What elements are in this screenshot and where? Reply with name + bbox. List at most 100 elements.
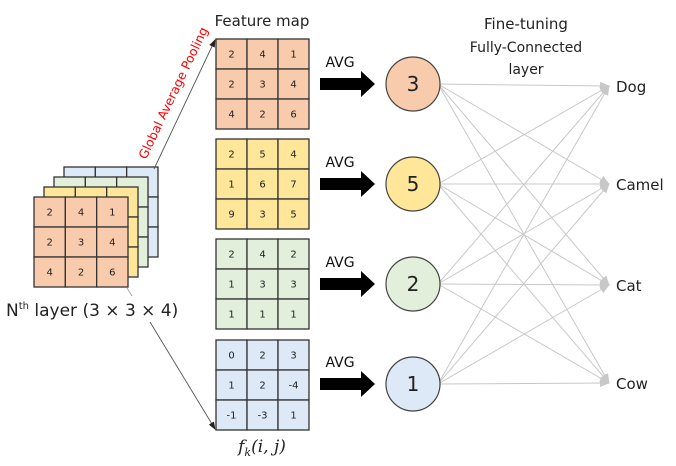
- grid-cell: 4: [64, 196, 98, 228]
- output-label-camel: Camel: [616, 176, 664, 194]
- grid-cell: 1: [215, 168, 248, 200]
- grid-cell: 4: [246, 38, 279, 70]
- cell-value: 2: [46, 238, 52, 249]
- grid-cell: 3: [277, 268, 310, 300]
- node-circle: [385, 256, 441, 312]
- cell-value: 3: [290, 280, 296, 291]
- cell-value: 2: [228, 50, 234, 61]
- node-value: 5: [407, 172, 420, 196]
- grid-cell: 4: [277, 68, 310, 100]
- grid-cell: -4: [277, 369, 310, 401]
- function-label: fk(i, j): [236, 437, 286, 459]
- avg-arrow: AVG: [320, 55, 375, 97]
- cell-box: [277, 98, 310, 130]
- cell-box: [33, 256, 66, 288]
- arrow-right-icon: [320, 271, 375, 297]
- pooled-nodes: 3 5 2 1: [385, 56, 441, 412]
- cell-value: -1: [227, 411, 237, 422]
- grid-cell: 3: [277, 339, 310, 371]
- cell-value: 2: [228, 150, 234, 161]
- fc-connection: [437, 81, 610, 90]
- grid-cell: 4: [215, 98, 248, 130]
- fc-connection: [437, 85, 610, 285]
- pooled-node-green: 2: [385, 256, 441, 312]
- cell-box: [277, 369, 310, 401]
- cell-value: 1: [290, 411, 296, 422]
- cell-value: -3: [258, 411, 268, 422]
- cell-value: 2: [46, 208, 52, 219]
- cell-value: 4: [259, 50, 265, 61]
- cell-box: [215, 399, 248, 431]
- pooling-line-bottom: [149, 321, 216, 430]
- cell-value: 4: [228, 110, 234, 121]
- cell-value: 6: [109, 268, 115, 279]
- grid-cell: 6: [277, 98, 310, 130]
- grid-cell: 4: [33, 256, 66, 288]
- grid-cell: 3: [246, 68, 279, 100]
- node-circle: [385, 356, 441, 412]
- output-label-dog: Dog: [616, 78, 646, 96]
- pooled-node-orange: 3: [385, 56, 441, 112]
- cell-value: 2: [78, 268, 84, 279]
- avg-arrow: AVG: [320, 355, 375, 397]
- cell-value: 4: [78, 208, 84, 219]
- cell-value: 1: [228, 381, 234, 392]
- layer-label: Nth layer (3 × 3 × 4): [6, 301, 178, 321]
- cell-box: [277, 339, 310, 371]
- cell-box: [215, 198, 248, 230]
- pooling-line-top: [153, 39, 216, 170]
- cell-value: 1: [228, 280, 234, 291]
- avg-arrow: AVG: [320, 255, 375, 297]
- cell-value: 2: [259, 381, 265, 392]
- cell-value: 7: [290, 180, 296, 191]
- cell-value: 2: [259, 110, 265, 121]
- fc-connection: [437, 83, 610, 185]
- fc-connection: [437, 183, 610, 385]
- grid-cell: 1: [96, 196, 129, 228]
- cell-value: 2: [290, 250, 296, 261]
- pooled-node-blue: 1: [385, 356, 441, 412]
- cell-value: 1: [259, 310, 265, 321]
- pooled-node-yellow: 5: [385, 156, 441, 212]
- cell-box: [64, 196, 98, 228]
- grid-cell: 2: [246, 98, 279, 130]
- grid-cell: 6: [246, 168, 279, 200]
- grid-cell: -3: [246, 399, 279, 431]
- avg-label: AVG: [325, 155, 354, 171]
- cell-box: [277, 198, 310, 230]
- cell-value: 3: [290, 351, 296, 362]
- grid-cell: 4: [277, 138, 310, 170]
- avg-label: AVG: [325, 55, 354, 71]
- grid-cell: 5: [246, 138, 279, 170]
- cell-value: 1: [290, 50, 296, 61]
- cell-value: 1: [109, 208, 115, 219]
- fc-connection: [437, 379, 610, 388]
- avg-arrow: AVG: [320, 155, 375, 197]
- feature-map-title: Feature map: [215, 12, 310, 30]
- cell-value: 9: [228, 210, 234, 221]
- fc-connection: [437, 283, 610, 384]
- fc-title-line2: Fully-Connected: [470, 40, 582, 56]
- cell-box: [33, 226, 66, 258]
- cell-value: 6: [290, 110, 296, 121]
- arrow-right-icon: [320, 71, 375, 97]
- cell-box: [215, 238, 248, 270]
- cell-box: [277, 298, 310, 330]
- arrow-right-icon: [320, 371, 375, 397]
- fc-title-line3: layer: [508, 62, 543, 78]
- grid-cell: 2: [215, 38, 248, 70]
- cell-value: 3: [78, 238, 84, 249]
- grid-cell: 1: [277, 298, 310, 330]
- grid-cell: 1: [277, 38, 310, 70]
- cell-value: 2: [228, 80, 234, 91]
- arrow-right-icon: [320, 171, 375, 197]
- cell-box: [215, 38, 248, 70]
